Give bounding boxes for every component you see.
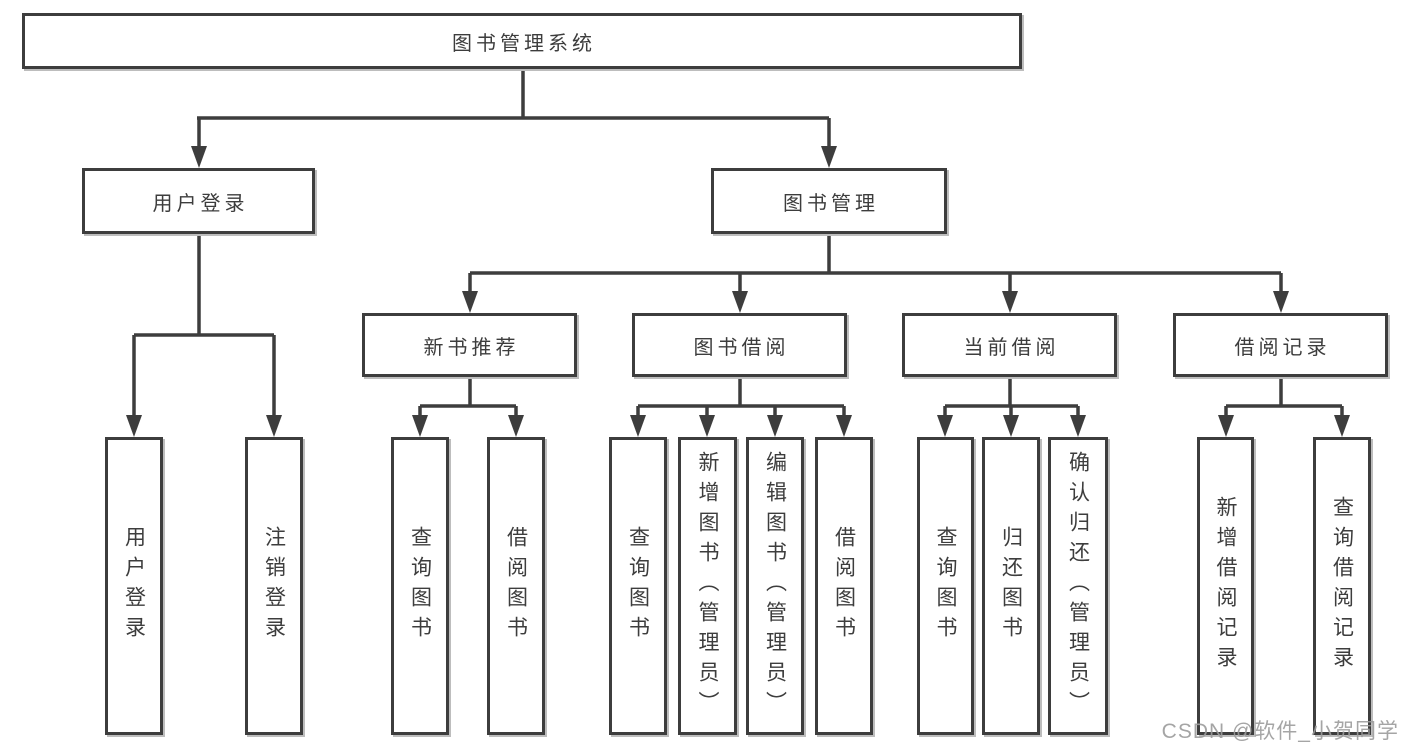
arrowhead-icon — [732, 291, 748, 313]
leaf-query-borrow-record: 查询借阅记录 — [1313, 437, 1371, 735]
arrowhead-icon — [508, 415, 524, 437]
node-label: 新书推荐 — [423, 336, 520, 359]
node-label: 借阅记录 — [1234, 336, 1331, 359]
arrowhead-icon — [821, 146, 837, 168]
leaf-query-book-current: 查询图书 — [917, 437, 974, 735]
arrowhead-icon — [767, 415, 783, 437]
node-label: 查询图书 — [934, 526, 957, 646]
arrowhead-icon — [412, 415, 428, 437]
node-label: 查询图书 — [408, 526, 432, 646]
arrowhead-icon — [1218, 415, 1234, 437]
node-book-management: 图书管理 — [711, 168, 947, 234]
node-label: 当前借阅 — [963, 336, 1060, 359]
leaf-add-borrow-record: 新增借阅记录 — [1197, 437, 1254, 735]
arrowhead-icon — [191, 146, 207, 168]
arrowhead-icon — [699, 415, 715, 437]
node-label: 新增借阅记录 — [1214, 496, 1237, 676]
node-label: 借阅图书 — [832, 526, 856, 646]
node-user-login: 用户登录 — [82, 168, 315, 234]
leaf-add-book-admin: 新增图书（管理员） — [678, 437, 737, 735]
node-label: 用户登录 — [152, 192, 249, 215]
arrowhead-icon — [1070, 415, 1086, 437]
leaf-return-book: 归还图书 — [982, 437, 1040, 735]
node-label: 查询借阅记录 — [1330, 496, 1354, 676]
node-book-borrowing: 图书借阅 — [632, 313, 847, 377]
leaf-logout: 注销登录 — [245, 437, 303, 735]
node-current-borrowing: 当前借阅 — [902, 313, 1117, 377]
arrowhead-icon — [126, 415, 142, 437]
node-label: 新增图书（管理员） — [696, 451, 719, 721]
node-label: 查询图书 — [626, 526, 650, 646]
leaf-user-login: 用户登录 — [105, 437, 163, 735]
node-label: 注销登录 — [262, 526, 286, 646]
node-label: 确认归还（管理员） — [1066, 451, 1090, 721]
leaf-edit-book-admin: 编辑图书（管理员） — [746, 437, 804, 735]
node-label: 用户登录 — [122, 526, 146, 646]
arrowhead-icon — [462, 291, 478, 313]
node-label: 图书管理系统 — [452, 32, 596, 55]
leaf-confirm-return-admin: 确认归还（管理员） — [1048, 437, 1108, 735]
arrowhead-icon — [1003, 415, 1019, 437]
node-label: 图书管理 — [783, 192, 879, 215]
leaf-query-book-borrowing: 查询图书 — [609, 437, 667, 735]
node-label: 编辑图书（管理员） — [763, 451, 787, 721]
node-label: 图书借阅 — [693, 336, 790, 359]
leaf-borrow-book: 借阅图书 — [815, 437, 873, 735]
arrowhead-icon — [937, 415, 953, 437]
node-label: 借阅图书 — [504, 526, 528, 646]
node-borrowing-records: 借阅记录 — [1173, 313, 1388, 377]
arrowhead-icon — [1334, 415, 1350, 437]
leaf-query-book-recommend: 查询图书 — [391, 437, 449, 735]
arrowhead-icon — [266, 415, 282, 437]
leaf-borrow-book-recommend: 借阅图书 — [487, 437, 545, 735]
arrowhead-icon — [1273, 291, 1289, 313]
node-label: 归还图书 — [999, 526, 1023, 646]
node-library-system-root: 图书管理系统 — [22, 13, 1022, 69]
arrowhead-icon — [836, 415, 852, 437]
arrowhead-icon — [1002, 291, 1018, 313]
csdn-watermark: CSDN @软件_小贺同学 — [1161, 720, 1399, 743]
node-new-book-recommend: 新书推荐 — [362, 313, 577, 377]
arrowhead-icon — [630, 415, 646, 437]
